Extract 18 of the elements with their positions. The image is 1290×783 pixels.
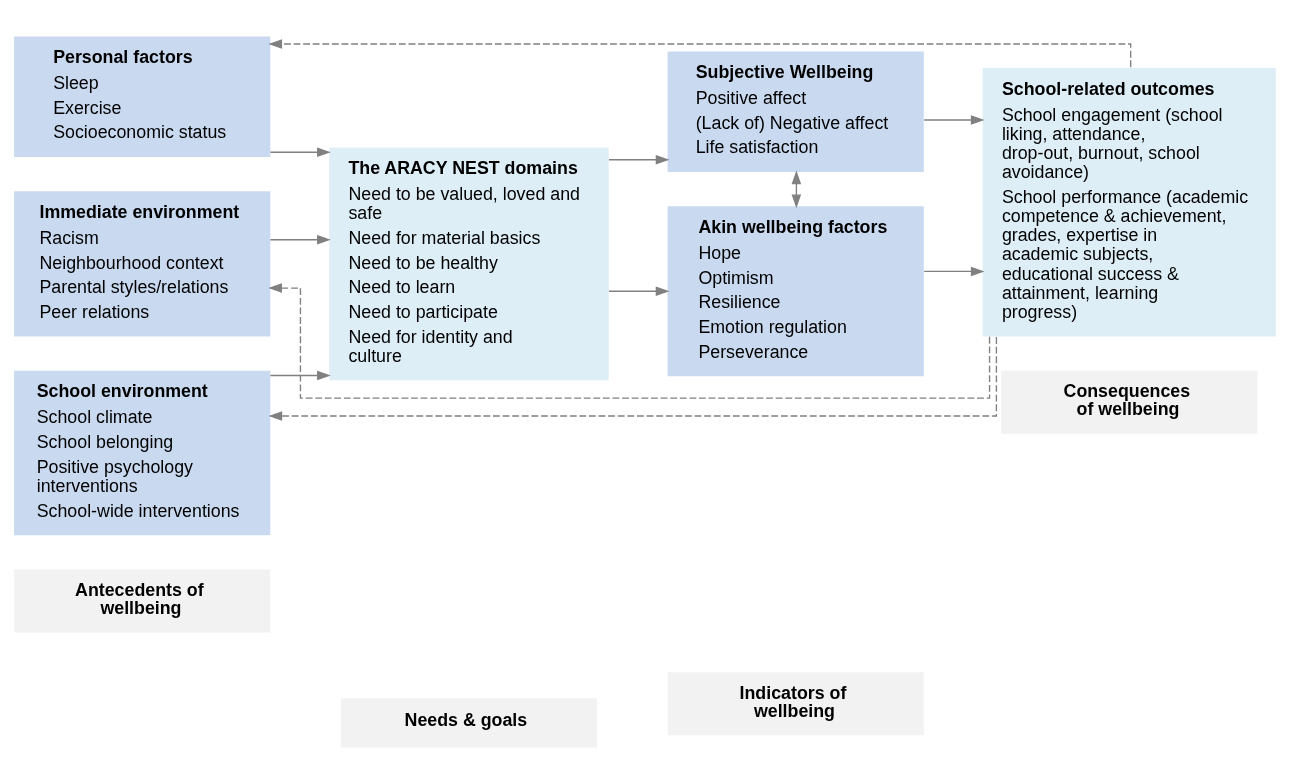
node-box: The ARACY NEST domains Need to be valued, loved and safe Need for material basics Need to be healthy Need to learn Need to participate Need for identity and culture	[329, 146, 609, 380]
arrow	[608, 154, 670, 165]
node-box: School-related outcomes School engagement (school liking, attendance, drop-out, burnout, school avoidance) School performance (academic competence & achievement, grades, expertise in academic subjects, educational success & attainment, learning progress)	[982, 67, 1276, 336]
node-box: Immediate environment Racism Neighbourhood context Parental styles/relations Peer relations	[14, 190, 271, 336]
node-box: Akin wellbeing factors Hope Optimism Resilience Emotion regulation Perseverance	[667, 205, 924, 376]
arrow	[269, 234, 331, 244]
node-box: Subjective Wellbeing Positive affect (Lack of) Negative affect Life satisfaction	[667, 51, 924, 172]
arrow	[268, 38, 1132, 68]
arrow	[608, 286, 670, 296]
node-box: School environment School climate School belonging Positive psychology interventions School-wide interventions	[14, 370, 271, 535]
arrow	[269, 370, 331, 380]
arrow	[791, 170, 802, 208]
arrow	[923, 114, 985, 125]
arrow	[268, 282, 991, 399]
arrow	[268, 335, 998, 421]
node-box: Personal factors Sleep Exercise Socioeconomic status	[14, 36, 271, 157]
arrow	[269, 146, 331, 157]
arrow	[923, 266, 985, 276]
